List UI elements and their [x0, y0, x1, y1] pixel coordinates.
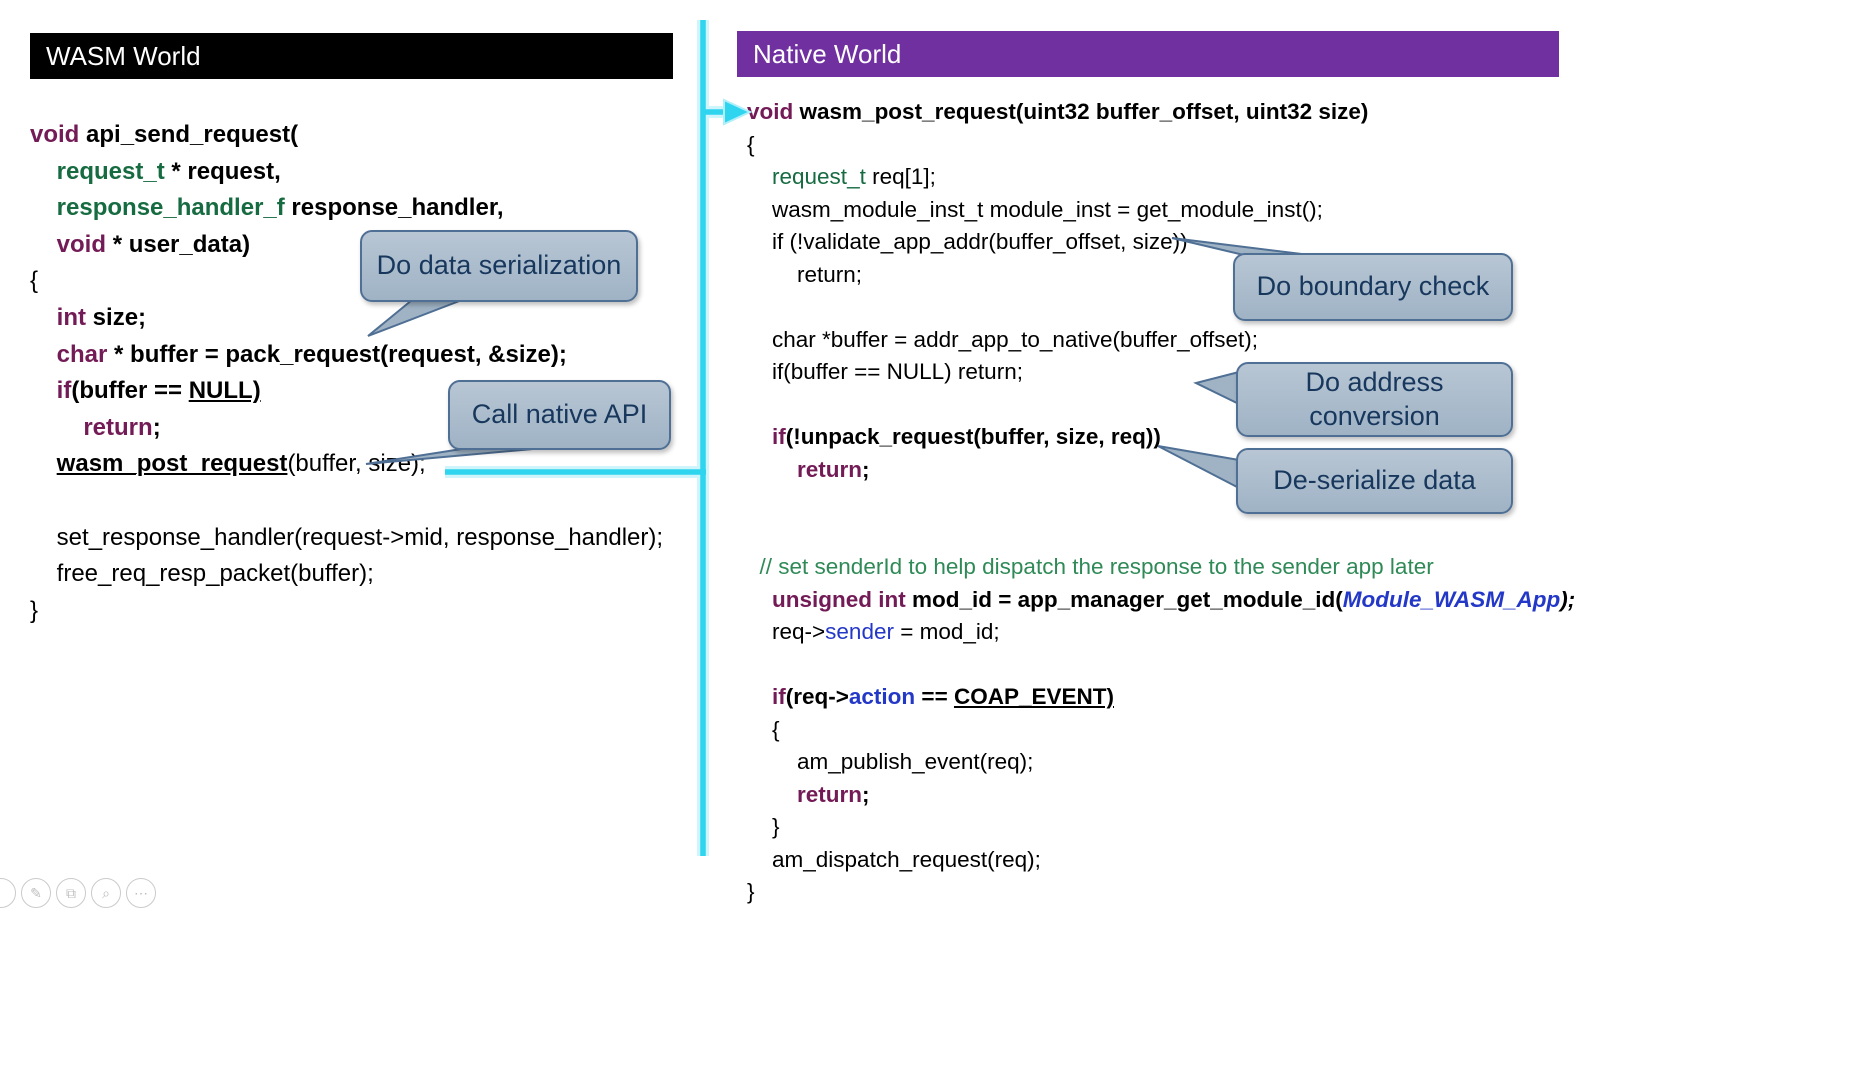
native-world-header: Native World [737, 31, 1559, 77]
callout-label: Call native API [471, 399, 648, 430]
code-line [30, 483, 663, 520]
native-world-title: Native World [753, 38, 902, 69]
code-line: { [30, 267, 39, 295]
callout-de-serialize-data: De-serialize data [1236, 448, 1513, 514]
code-line: am_publish_event(req); [747, 749, 1034, 774]
code-line: void api_send_request( [30, 121, 299, 148]
code-line: { [747, 131, 755, 157]
code-line: } [747, 879, 755, 904]
code-line: am_dispatch_request(req); [747, 846, 1041, 872]
code-line: request_t req[1]; [772, 164, 936, 189]
code-line: void * user_data) [56, 230, 251, 258]
callout-label: Do address conversion [1305, 366, 1444, 431]
more-icon[interactable]: ⋯ [126, 878, 156, 908]
magnifier-icon[interactable]: ⌕ [91, 878, 121, 908]
code-line: wasm_module_inst_t module_inst = get_mod… [747, 196, 1323, 222]
code-line: } [747, 814, 780, 839]
pen-icon[interactable]: ✎ [21, 878, 51, 908]
code-line: request_t * request, [56, 157, 281, 185]
code-line: wasm_post_request(buffer, size); [56, 450, 426, 478]
callout-label: Do boundary check [1256, 271, 1490, 302]
code-line: if (!validate_app_addr(buffer_offset, si… [747, 229, 1188, 254]
code-line: if(req->action == COAP_EVENT) [772, 684, 1114, 709]
presentation-toolbar: ✎⧉⌕⋯ [0, 878, 156, 908]
code-line: { [747, 716, 780, 742]
code-line: unsigned int mod_id = app_manager_get_mo… [772, 586, 1576, 612]
code-line: return; [83, 413, 161, 441]
code-line: if(buffer == NULL) return; [747, 359, 1023, 384]
code-line: req->sender = mod_id; [747, 619, 1000, 644]
callout-call-native-api: Call native API [448, 380, 671, 450]
native-code-block: void wasm_post_request(uint32 buffer_off… [747, 96, 1575, 909]
code-line: return; [747, 261, 863, 287]
code-line [747, 649, 1575, 682]
callout-label: Do data serialization [376, 250, 622, 281]
code-line: void wasm_post_request(uint32 buffer_off… [747, 99, 1369, 124]
code-line: // set senderId to help dispatch the res… [759, 554, 1434, 579]
code-line: if(!unpack_request(buffer, size, req)) [772, 424, 1161, 449]
code-line: int size; [56, 303, 147, 331]
code-line: free_req_resp_packet(buffer); [30, 560, 374, 588]
code-line: return; [797, 456, 870, 482]
callout-do-boundary-check: Do boundary check [1233, 253, 1513, 321]
edge-control-icon[interactable] [0, 878, 16, 908]
code-line: if(buffer == NULL) [56, 377, 261, 405]
wasm-world-header: WASM World [30, 33, 673, 79]
code-line: } [30, 596, 39, 624]
wasm-world-title: WASM World [46, 40, 201, 71]
code-line: char * buffer = pack_request(request, &s… [56, 340, 567, 368]
code-line: char *buffer = addr_app_to_native(buffer… [747, 326, 1258, 352]
wasm-code-block: void api_send_request( request_t * reque… [30, 117, 663, 629]
callout-do-data-serialization: Do data serialization [360, 230, 638, 302]
code-line: set_response_handler(request->mid, respo… [30, 523, 664, 551]
duplicate-icon[interactable]: ⧉ [56, 878, 86, 908]
code-line: return; [797, 781, 870, 807]
code-line [747, 519, 1575, 552]
callout-label: De-serialize data [1273, 465, 1476, 496]
callout-do-address-conversion: Do address conversion [1236, 362, 1513, 437]
code-line: response_handler_f response_handler, [56, 194, 504, 222]
